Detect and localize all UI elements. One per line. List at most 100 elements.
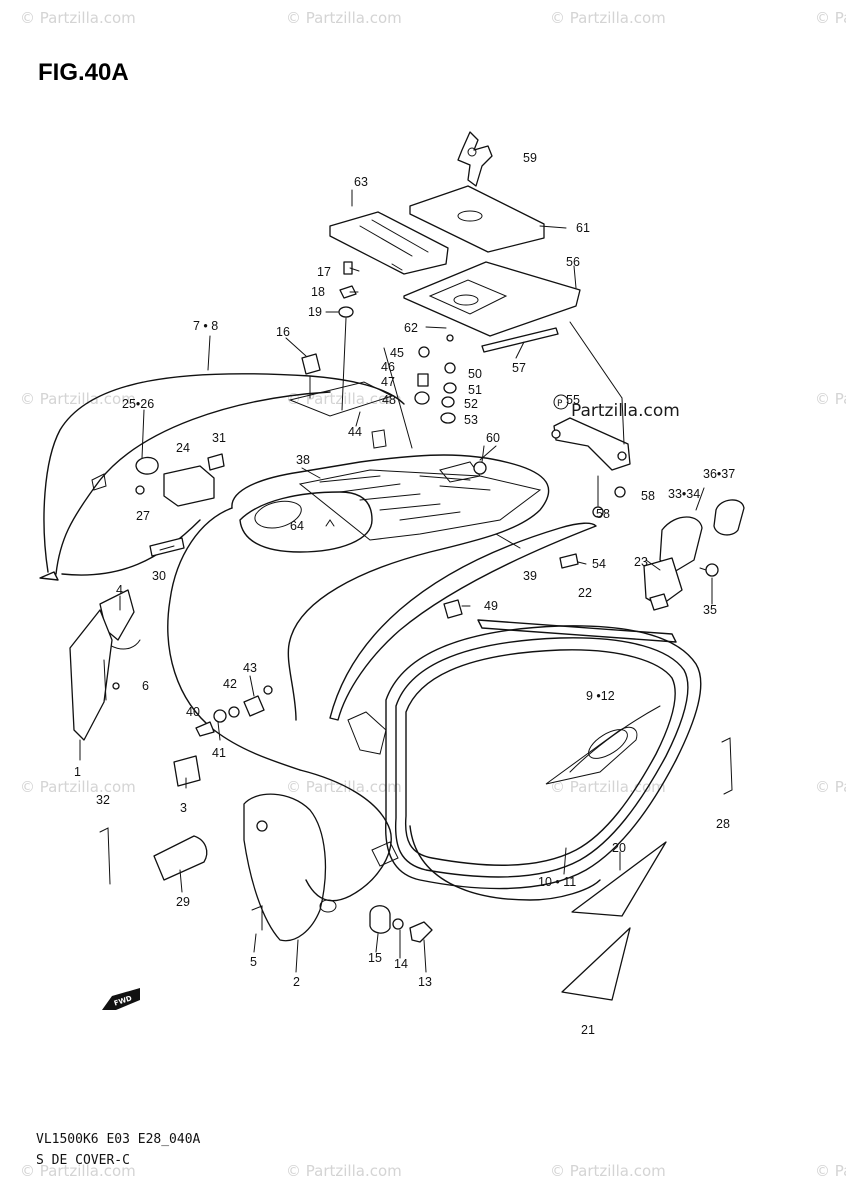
- callout-40[interactable]: 40: [186, 705, 200, 719]
- diagram-name: S DE COVER-C: [36, 1153, 130, 1168]
- part-21-drawing: [561, 927, 631, 1001]
- callout-55[interactable]: 55: [566, 393, 580, 407]
- callout-1[interactable]: 1: [74, 765, 81, 779]
- callout-51[interactable]: 51: [468, 383, 482, 397]
- callout-59[interactable]: 59: [523, 151, 537, 165]
- callout-4[interactable]: 4: [116, 583, 123, 597]
- parts-40-43-drawing: [195, 685, 273, 737]
- fasteners-45-53-drawing: [383, 334, 457, 449]
- callout-35[interactable]: 35: [703, 603, 717, 617]
- svg-text:P: P: [557, 399, 563, 409]
- callout-14[interactable]: 14: [394, 957, 408, 971]
- parts-2-5-drawing: [243, 793, 327, 942]
- figure-title: FIG.40A: [38, 59, 129, 86]
- part-3-drawing: [173, 755, 201, 787]
- callout-17[interactable]: 17: [317, 265, 331, 279]
- callout-18[interactable]: 18: [311, 285, 325, 299]
- callout-46[interactable]: 46: [381, 360, 395, 374]
- part-10-11-drawing: [385, 619, 702, 901]
- watermark: © Partzilla.com: [20, 9, 136, 27]
- callout-56[interactable]: 56: [566, 255, 580, 269]
- callout-9-12[interactable]: 9 •12: [586, 689, 615, 703]
- part-61-drawing: [409, 185, 545, 253]
- watermark: © Partzilla.com: [286, 390, 402, 408]
- part-57-drawing: [481, 327, 559, 353]
- callout-15[interactable]: 15: [368, 951, 382, 965]
- callout-33-34[interactable]: 33•34: [668, 487, 700, 501]
- part-63-drawing: [329, 211, 449, 275]
- callout-48[interactable]: 48: [382, 393, 396, 407]
- callout-30[interactable]: 30: [152, 569, 166, 583]
- callout-45[interactable]: 45: [390, 346, 404, 360]
- callout-32[interactable]: 32: [96, 793, 110, 807]
- callout-36-37[interactable]: 36•37: [703, 467, 735, 481]
- callout-22[interactable]: 22: [578, 586, 592, 600]
- parts-13-15-drawing: [369, 905, 433, 943]
- callout-24[interactable]: 24: [176, 441, 190, 455]
- watermark: © Partzilla.com: [550, 9, 666, 27]
- part-49-drawing: [443, 599, 463, 619]
- fwd-badge: FWD: [102, 988, 140, 1010]
- part-54-drawing: [559, 553, 579, 569]
- callout-16[interactable]: 16: [276, 325, 290, 339]
- part-38-drawing: [167, 429, 550, 771]
- fasteners-17-19-drawing: [338, 261, 357, 411]
- callout-38[interactable]: 38: [296, 453, 310, 467]
- callout-64[interactable]: 64: [290, 519, 304, 533]
- callout-44[interactable]: 44: [348, 425, 362, 439]
- callout-60[interactable]: 60: [486, 431, 500, 445]
- callout-49[interactable]: 49: [484, 599, 498, 613]
- callout-6[interactable]: 6: [142, 679, 149, 693]
- callout-53[interactable]: 53: [464, 413, 478, 427]
- part-59-drawing: [457, 131, 493, 187]
- watermark: © Partzilla.com: [815, 1162, 846, 1180]
- watermark: © Partzilla.com: [550, 1162, 666, 1180]
- callout-23[interactable]: 23: [634, 555, 648, 569]
- part-60-drawing: [473, 445, 487, 475]
- callout-61[interactable]: 61: [576, 221, 590, 235]
- watermark: © Partzilla.com: [20, 1162, 136, 1180]
- watermark: © Partzilla.com: [286, 9, 402, 27]
- callout-47[interactable]: 47: [381, 375, 395, 389]
- part-7-8-drawing: [39, 373, 405, 581]
- watermark: © Partzilla.com: [286, 1162, 402, 1180]
- callout-41[interactable]: 41: [212, 746, 226, 760]
- callout-19[interactable]: 19: [308, 305, 322, 319]
- callout-25-26[interactable]: 25•26: [122, 397, 154, 411]
- callout-50[interactable]: 50: [468, 367, 482, 381]
- parts-1-4-6-drawing: [69, 589, 141, 741]
- callout-21[interactable]: 21: [581, 1023, 595, 1037]
- callout-29[interactable]: 29: [176, 895, 190, 909]
- callout-31[interactable]: 31: [212, 431, 226, 445]
- part-16-drawing: [301, 353, 321, 399]
- callout-7-8[interactable]: 7 • 8: [193, 319, 218, 333]
- callout-62[interactable]: 62: [404, 321, 418, 335]
- callout-58[interactable]: 58: [596, 507, 610, 521]
- watermark: © Partzilla.com: [550, 778, 666, 796]
- callout-52[interactable]: 52: [464, 397, 478, 411]
- callout-5[interactable]: 5: [250, 955, 257, 969]
- callout-3[interactable]: 3: [180, 801, 187, 815]
- watermark: © Partzilla.com: [20, 390, 136, 408]
- callout-42[interactable]: 42: [223, 677, 237, 691]
- callout-39[interactable]: 39: [523, 569, 537, 583]
- callout-58[interactable]: 58: [641, 489, 655, 503]
- part-29-drawing: [153, 835, 208, 893]
- parts-23-37-drawing: [643, 499, 745, 611]
- part-drawings: FWD: [39, 131, 745, 1010]
- callout-54[interactable]: 54: [592, 557, 606, 571]
- diagram-code: VL1500K6 E03 E28_040A: [36, 1132, 201, 1147]
- callout-28[interactable]: 28: [716, 817, 730, 831]
- callout-2[interactable]: 2: [293, 975, 300, 989]
- callout-10-11[interactable]: 10 • 11: [538, 875, 576, 889]
- watermark-layer: © Partzilla.com © Partzilla.com © Partzi…: [20, 9, 846, 1180]
- callout-27[interactable]: 27: [136, 509, 150, 523]
- callout-43[interactable]: 43: [243, 661, 257, 675]
- callout-57[interactable]: 57: [512, 361, 526, 375]
- callout-63[interactable]: 63: [354, 175, 368, 189]
- part-28-drawing: [721, 737, 733, 795]
- part-55-drawing: [551, 321, 631, 471]
- callout-20[interactable]: 20: [612, 841, 626, 855]
- callout-13[interactable]: 13: [418, 975, 432, 989]
